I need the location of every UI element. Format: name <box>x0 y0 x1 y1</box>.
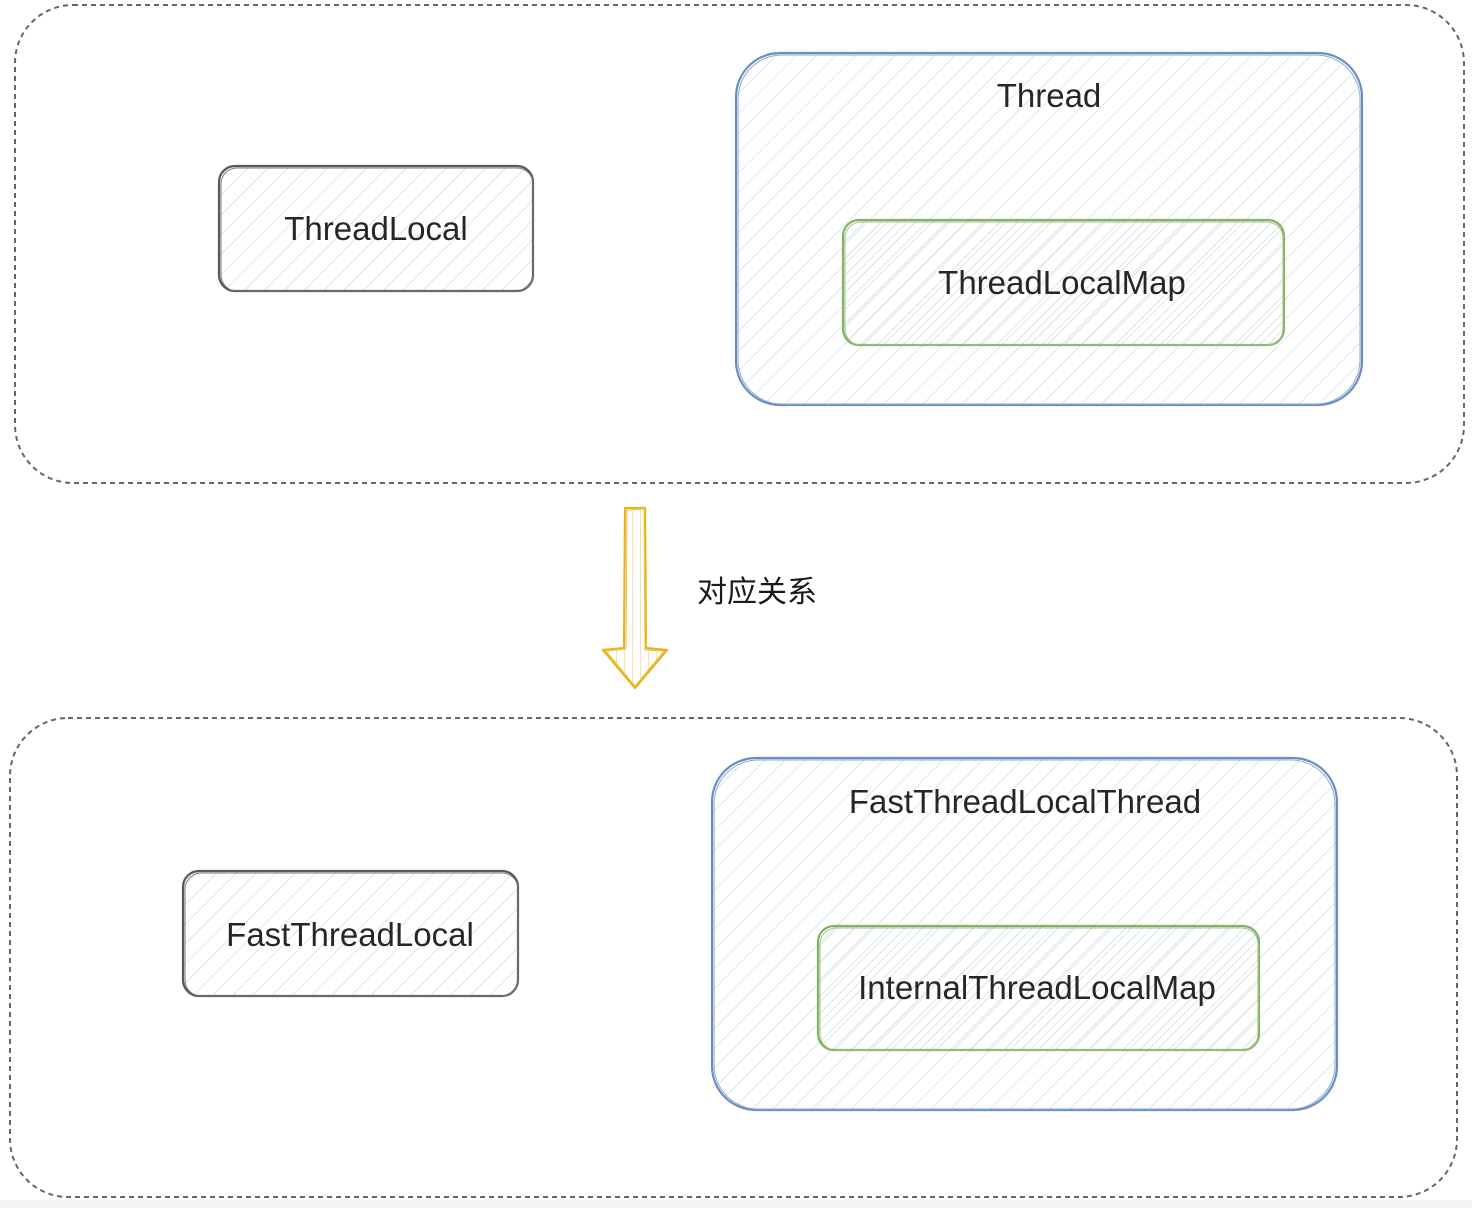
threadlocalmap-label: ThreadLocalMap <box>938 264 1186 301</box>
fastthreadlocalthread-container[interactable]: FastThreadLocalThread InternalThreadLoca… <box>710 756 1339 1112</box>
bottom-strip <box>0 1200 1472 1208</box>
fastthreadlocalthread-label: FastThreadLocalThread <box>849 783 1201 820</box>
thread-container[interactable]: Thread ThreadLocalMap <box>734 51 1364 407</box>
threadlocal-label: ThreadLocal <box>284 210 467 247</box>
fastthreadlocal-box[interactable]: FastThreadLocal <box>181 869 520 998</box>
bottom-group-border <box>9 717 1458 1198</box>
threadlocalmap-box[interactable]: ThreadLocalMap <box>841 218 1286 347</box>
fastthreadlocal-label: FastThreadLocal <box>226 916 474 953</box>
internalthreadlocalmap-label: InternalThreadLocalMap <box>858 969 1216 1006</box>
threadlocal-box[interactable]: ThreadLocal <box>217 164 535 293</box>
relation-arrow <box>601 506 669 690</box>
internalthreadlocalmap-box[interactable]: InternalThreadLocalMap <box>816 924 1261 1052</box>
relation-label: 对应关系 <box>697 575 817 610</box>
top-group-border <box>14 4 1465 484</box>
top-group: ThreadLocal Thread ThreadLocalMap <box>14 4 1465 484</box>
bottom-group: FastThreadLocal FastThreadLocalThread In… <box>9 717 1458 1198</box>
thread-label: Thread <box>997 77 1102 114</box>
